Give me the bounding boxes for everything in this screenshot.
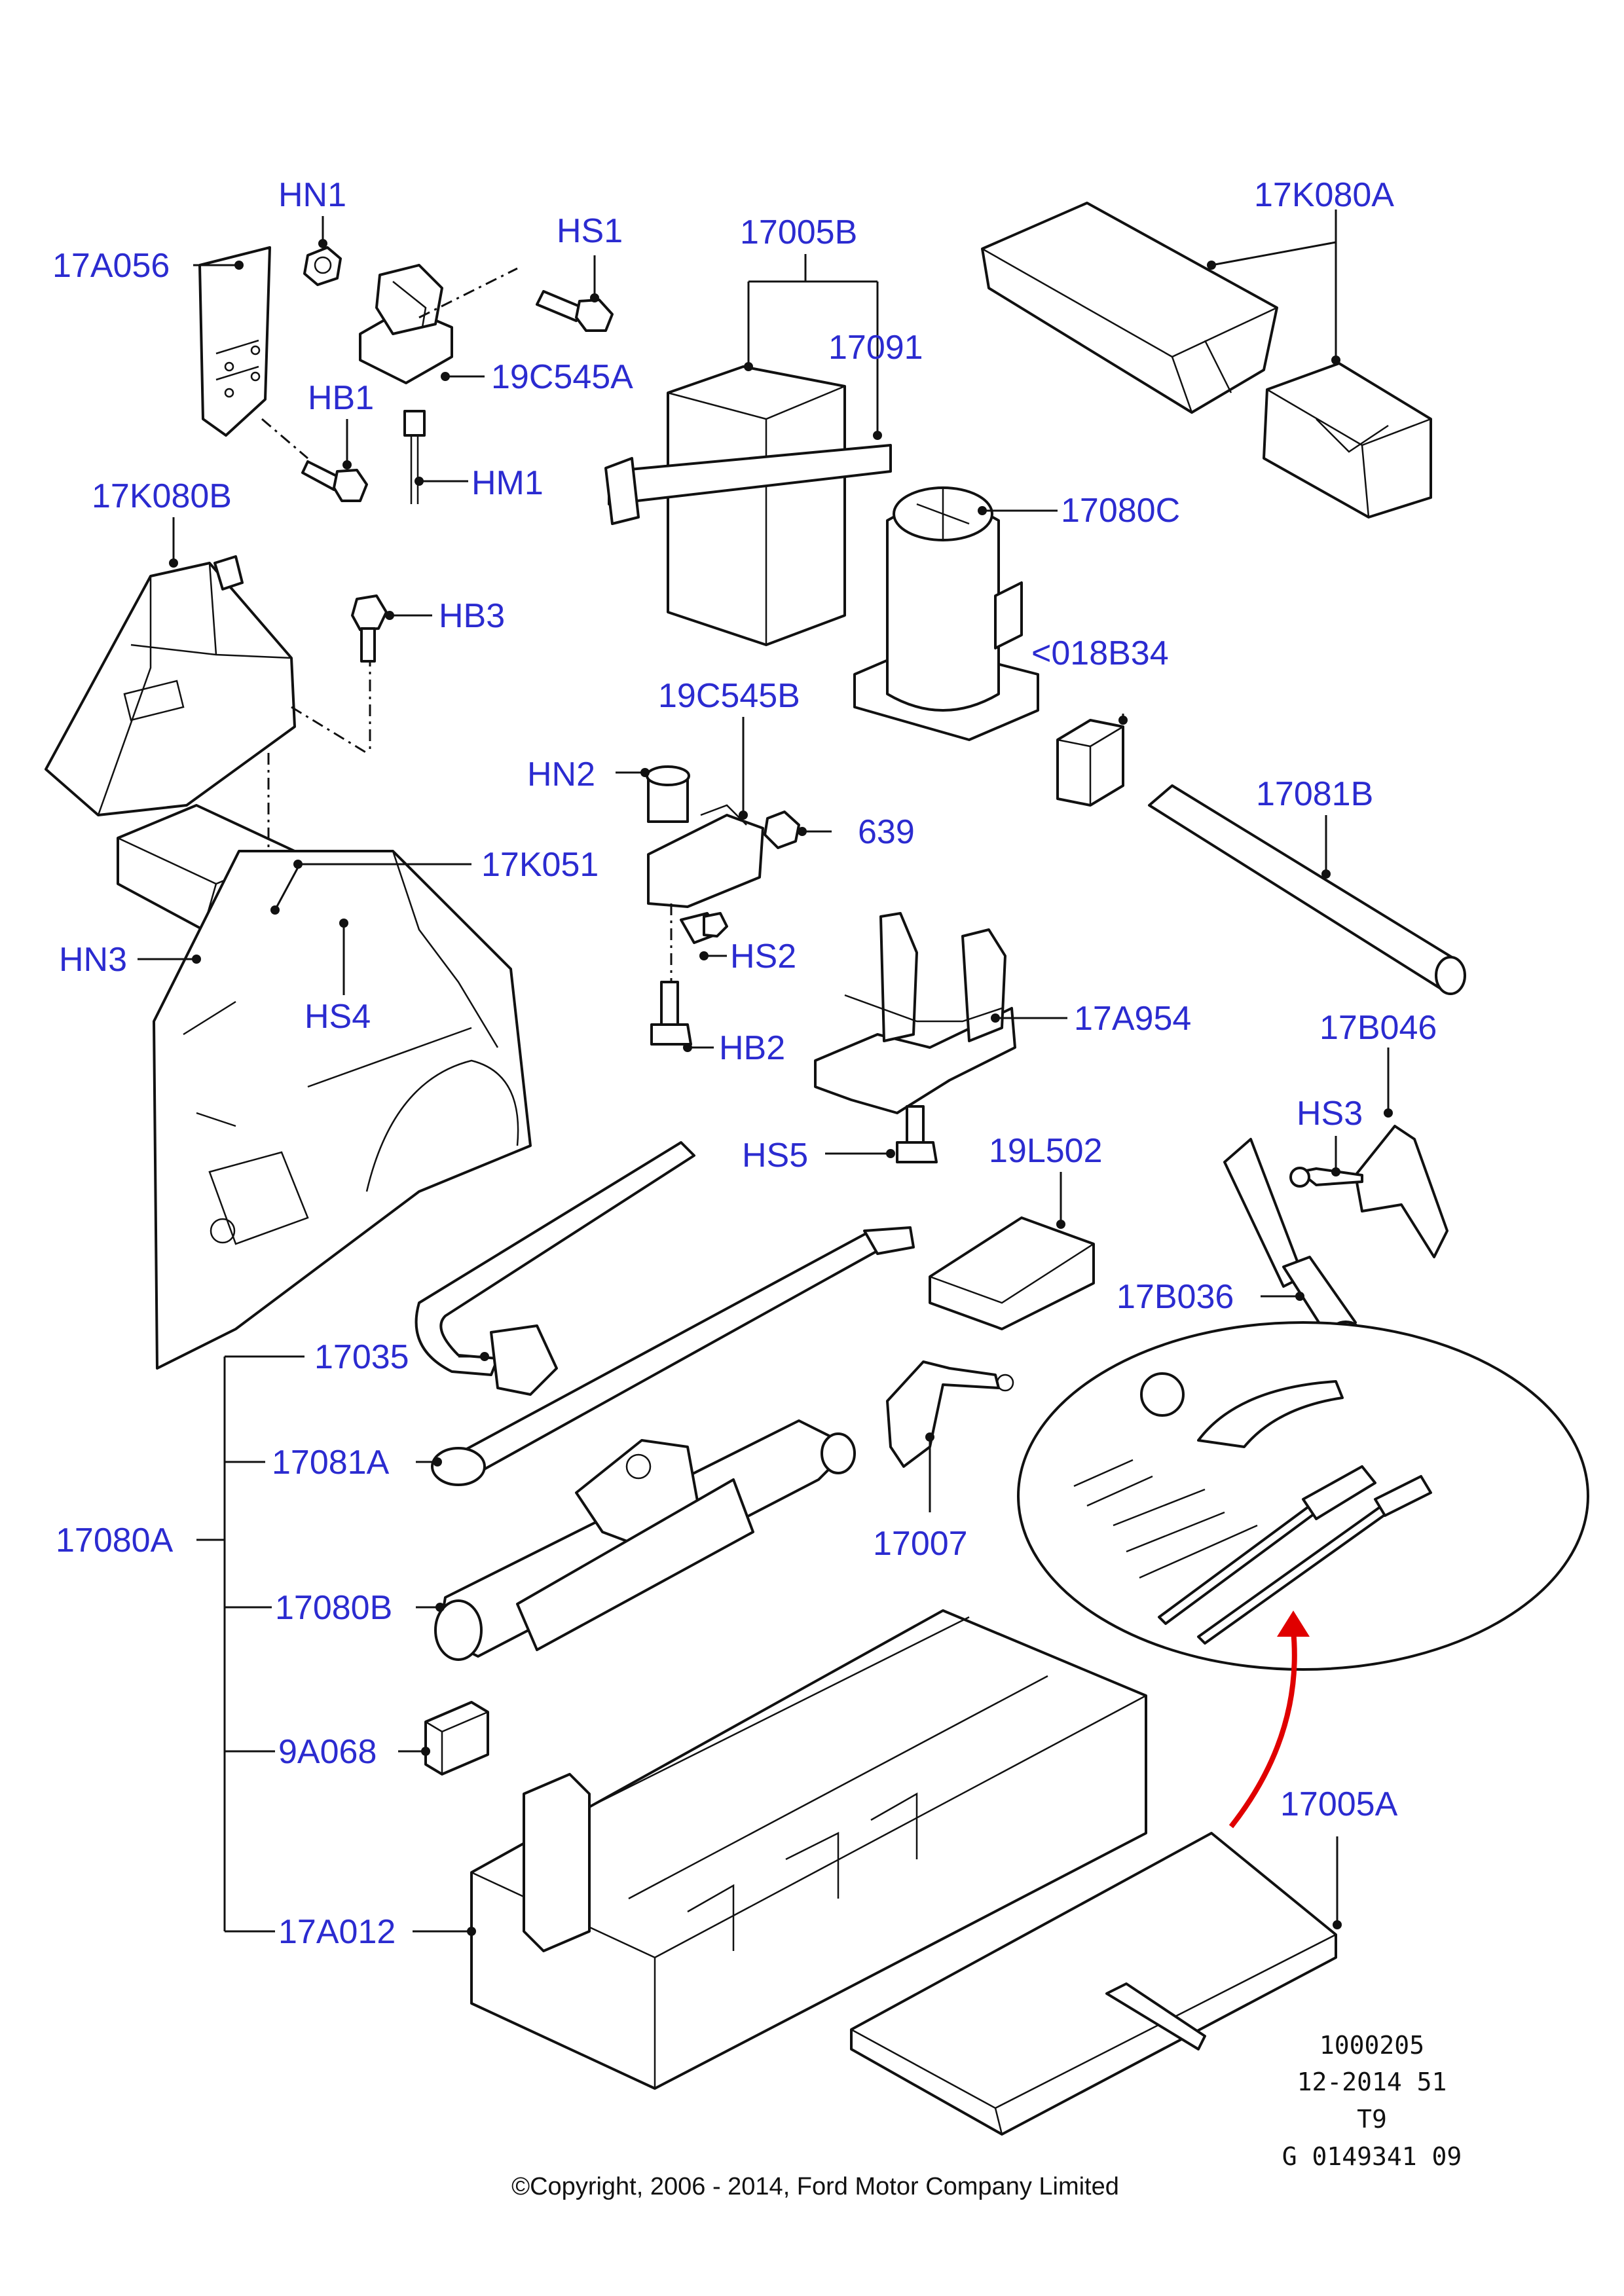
part-17A954-jack-bracket <box>814 912 1016 1114</box>
callout-19L502: 19L502 <box>989 1132 1103 1170</box>
part-HB1-bolt <box>301 460 368 502</box>
callout-HS1: HS1 <box>557 212 623 250</box>
callout-17K080A: 17K080A <box>1254 176 1394 214</box>
reference-block: 1000205 12-2014 51 T9 G 0149341 09 <box>1282 2031 1462 2171</box>
part-17035-lug-wrench <box>415 1141 695 1396</box>
callout-17B046: 17B046 <box>1320 1009 1437 1047</box>
callout-17081A: 17081A <box>272 1444 390 1482</box>
callout-HS5: HS5 <box>742 1137 808 1175</box>
part-17K080A-cover <box>981 202 1278 414</box>
callout-639: 639 <box>858 813 915 851</box>
part-HB2-bolt <box>650 981 692 1046</box>
callout-19C545B: 19C545B <box>658 677 800 715</box>
part-HB3-bolt <box>351 594 388 663</box>
part-17081A-jack-handle <box>431 1226 915 1486</box>
callout-9A068: 9A068 <box>278 1733 377 1771</box>
callout-17K080B: 17K080B <box>92 477 232 515</box>
callout-17B036: 17B036 <box>1116 1278 1234 1316</box>
callout-17007: 17007 <box>873 1525 968 1563</box>
part-018B34-block <box>1056 719 1124 807</box>
part-17A056-bracket <box>198 246 271 437</box>
reference-line-1: 1000205 <box>1320 2031 1424 2060</box>
callout-HS3: HS3 <box>1297 1095 1363 1133</box>
callout-HN2: HN2 <box>527 756 595 793</box>
callout-labels: 17A056 HN1 HS1 19C545A HB1 HM1 17005B 17… <box>52 176 1437 1951</box>
callout-17005B: 17005B <box>740 213 857 251</box>
part-19L502-pouch <box>929 1216 1095 1330</box>
callout-17080C: 17080C <box>1061 492 1180 530</box>
callout-HB2: HB2 <box>719 1029 785 1067</box>
callout-HB3: HB3 <box>439 597 505 635</box>
part-HN1-nut <box>303 246 342 286</box>
part-9A068-pad <box>424 1701 489 1776</box>
part-HS1-bolt <box>536 290 614 332</box>
reference-line-4: G 0149341 09 <box>1282 2142 1462 2171</box>
callout-HN1: HN1 <box>278 176 346 214</box>
callout-HS4: HS4 <box>304 998 371 1036</box>
part-17080C-bottle-jack <box>853 486 1039 741</box>
part-vehicle-body <box>153 850 532 1370</box>
callout-17A012: 17A012 <box>278 1913 396 1951</box>
part-19C545A-bracket <box>359 264 453 384</box>
callout-17A954: 17A954 <box>1074 1000 1191 1038</box>
part-19C545B-bracket <box>647 804 764 908</box>
part-17007-towing-eye <box>886 1360 1014 1468</box>
callout-17A056: 17A056 <box>52 247 170 285</box>
callout-17081B: 17081B <box>1256 775 1373 813</box>
part-17005B-bag <box>604 365 892 646</box>
part-17K080A-block <box>1263 362 1432 519</box>
part-17081B-extension-bar <box>1148 784 1466 995</box>
callout-HS2: HS2 <box>730 938 796 975</box>
part-17005A-tool-bag <box>850 1832 1337 2136</box>
callout-17005A: 17005A <box>1280 1785 1398 1823</box>
callout-HN3: HN3 <box>59 941 127 979</box>
part-HS2-screw <box>680 912 728 944</box>
red-transfer-arrow <box>1228 1630 1297 1829</box>
part-HS3-screw <box>1289 1167 1363 1188</box>
part-HS5-bolt <box>896 1105 938 1163</box>
part-HM1-pin <box>403 410 426 504</box>
copyright-notice: ©Copyright, 2006 - 2014, Ford Motor Comp… <box>511 2173 1119 2200</box>
part-17080B-scissor-jack <box>434 1419 856 1661</box>
callout-17K051: 17K051 <box>481 846 599 884</box>
part-HN2-spacer <box>646 765 690 823</box>
red-arrow-head <box>1277 1611 1310 1637</box>
callout-17080A: 17080A <box>56 1522 174 1559</box>
part-17A012-foam-tray <box>470 1609 1147 2090</box>
reference-line-2: 12-2014 51 <box>1297 2068 1447 2096</box>
reference-line-3: T9 <box>1357 2105 1387 2134</box>
leader-lines <box>138 210 1393 1936</box>
callout-19C545A: 19C545A <box>491 358 633 396</box>
part-17K080B-wheel-chock <box>45 555 296 816</box>
callout-17035: 17035 <box>314 1338 409 1376</box>
callout-018B34: <018B34 <box>1031 634 1169 672</box>
callout-HB1: HB1 <box>308 379 374 417</box>
callout-17080B: 17080B <box>275 1589 392 1627</box>
callout-17091: 17091 <box>828 329 923 367</box>
part-tool-kit-group <box>1017 1321 1589 1671</box>
part-639-nut <box>764 811 800 849</box>
part-17B046-clip <box>1354 1125 1449 1258</box>
callout-HM1: HM1 <box>471 464 544 502</box>
